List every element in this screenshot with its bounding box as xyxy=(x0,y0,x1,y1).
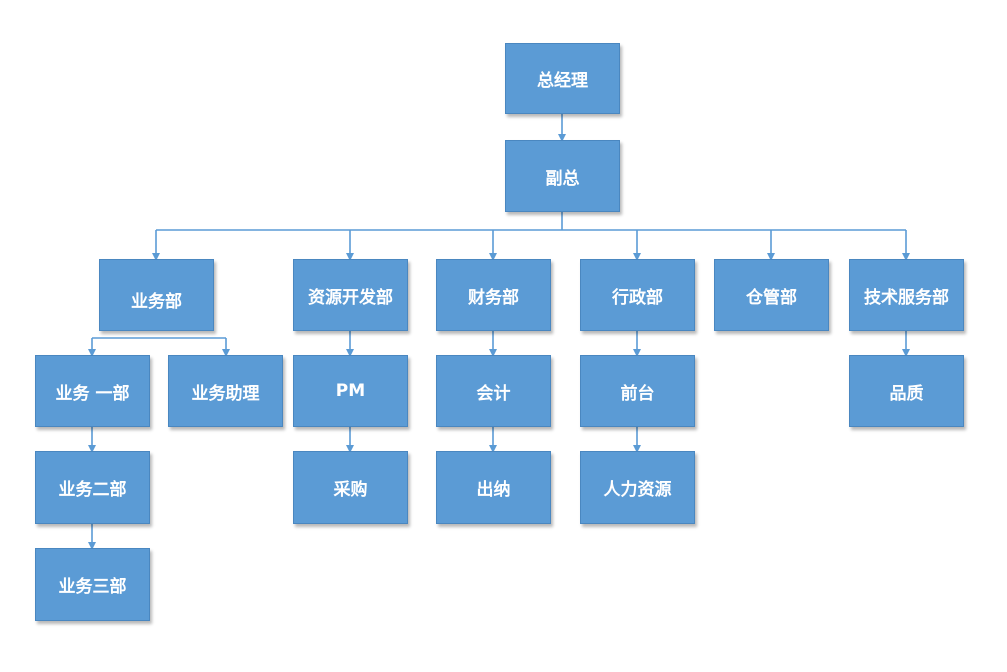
node-accounting-label: 会计 xyxy=(476,383,511,404)
node-sales-3-label: 业务三部 xyxy=(58,577,127,597)
node-hr-label: 人力资源 xyxy=(603,480,672,500)
node-sales-assistant: 业务助理 xyxy=(168,355,283,427)
node-warehouse: 仓管部 xyxy=(714,259,829,331)
node-ceo-label: 总经理 xyxy=(537,71,588,91)
node-sales-1-label: 业务 一部 xyxy=(55,383,130,404)
node-accounting: 会计 xyxy=(436,355,551,427)
node-tech-service-label: 技术服务部 xyxy=(864,287,949,308)
node-cashier: 出纳 xyxy=(436,451,551,524)
node-cashier-label: 出纳 xyxy=(476,480,511,500)
node-sales-3: 业务三部 xyxy=(35,548,150,621)
node-procurement: 采购 xyxy=(293,451,408,524)
node-finance-label: 财务部 xyxy=(468,287,519,308)
node-pm: PM xyxy=(293,355,408,427)
node-vp: 副总 xyxy=(505,140,620,212)
node-pm-label: PM xyxy=(335,381,366,401)
node-resource-dev: 资源开发部 xyxy=(293,259,408,331)
node-sales-assistant-label: 业务助理 xyxy=(191,383,260,404)
node-admin: 行政部 xyxy=(580,259,695,331)
node-sales-2-label: 业务二部 xyxy=(58,480,127,500)
node-reception: 前台 xyxy=(580,355,695,427)
node-quality: 品质 xyxy=(849,355,964,427)
node-sales: 业务部 xyxy=(99,259,214,331)
node-sales-2: 业务二部 xyxy=(35,451,150,524)
node-hr: 人力资源 xyxy=(580,451,695,524)
node-warehouse-label: 仓管部 xyxy=(746,287,797,308)
node-ceo: 总经理 xyxy=(505,43,620,114)
node-sales-label: 业务部 xyxy=(131,291,182,312)
node-quality-label: 品质 xyxy=(889,383,924,404)
node-finance: 财务部 xyxy=(436,259,551,331)
node-resource-dev-label: 资源开发部 xyxy=(308,287,393,308)
node-reception-label: 前台 xyxy=(620,383,655,404)
node-procurement-label: 采购 xyxy=(333,480,368,500)
node-vp-label: 副总 xyxy=(545,168,580,189)
node-sales-1: 业务 一部 xyxy=(35,355,150,427)
node-tech-service: 技术服务部 xyxy=(849,259,964,331)
node-admin-label: 行政部 xyxy=(612,287,663,308)
